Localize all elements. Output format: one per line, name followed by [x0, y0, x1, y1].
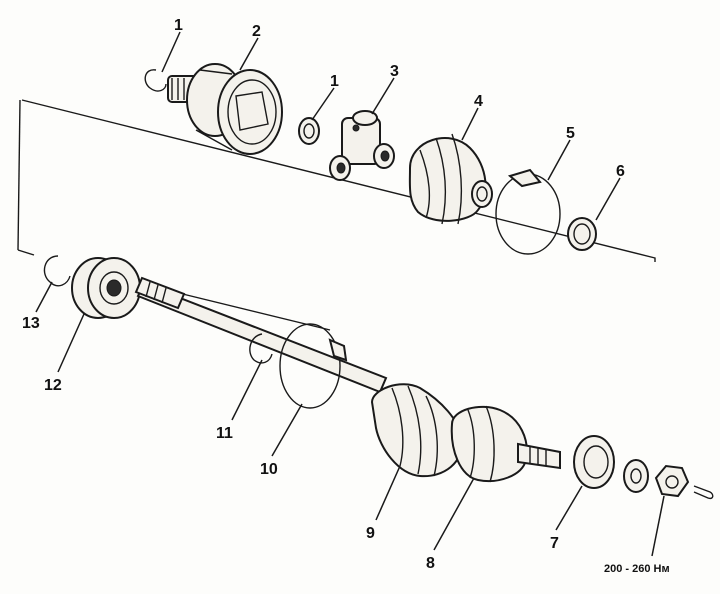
boot-clamp-large [495, 168, 561, 255]
shaft-circlip [249, 333, 273, 364]
hub-washer [623, 459, 649, 493]
circlip-outer [144, 69, 167, 92]
outer-cv-joint [450, 405, 561, 483]
callout-10-clamp: 10 [260, 461, 278, 478]
inner-joint-boot [408, 133, 493, 225]
leader-lines [35, 31, 665, 557]
callout-1-ring: 1 [330, 73, 339, 90]
callout-6-clamp: 6 [616, 163, 625, 180]
callout-4-boot: 4 [474, 93, 483, 110]
callout-2-housing: 2 [252, 23, 261, 40]
boot-clamp-shaft [279, 323, 348, 409]
boot-clamp-small [567, 217, 597, 251]
callout-3-tripod: 3 [390, 63, 399, 80]
hub-nut [654, 464, 690, 498]
callout-12-bearing: 12 [44, 377, 62, 394]
callout-13-circlip: 13 [22, 315, 40, 332]
retaining-ring-inner [298, 117, 320, 145]
callout-1-circlip: 1 [174, 17, 183, 34]
callout-9-boot: 9 [366, 525, 375, 542]
dust-seal [573, 435, 615, 489]
intermediate-bearing [71, 257, 141, 319]
bearing-circlip [43, 255, 71, 287]
callout-11-circlip: 11 [216, 425, 233, 442]
outer-joint-boot [370, 383, 464, 478]
outer-joint-housing [167, 63, 283, 155]
callout-7-seal: 7 [550, 535, 559, 552]
callout-8-joint: 8 [426, 555, 435, 572]
torque-specification: 200 - 260 Нм [604, 563, 670, 575]
callout-5-clamp: 5 [566, 125, 575, 142]
cotter-pin [693, 485, 714, 500]
drive-shaft [134, 276, 388, 394]
tripod-spider [329, 110, 395, 181]
